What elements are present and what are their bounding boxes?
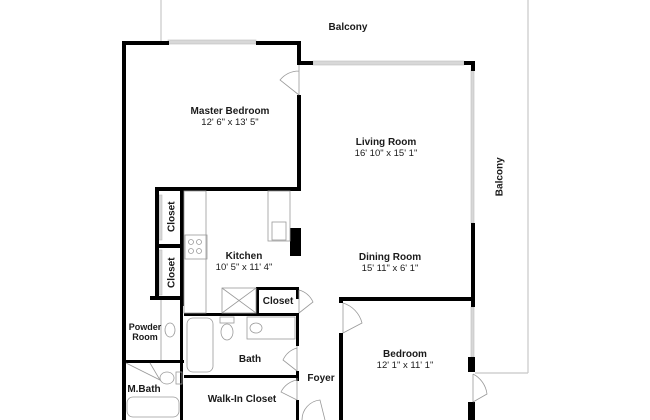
- master-bedroom-label: Master Bedroom 12' 6" x 13' 5": [190, 106, 270, 128]
- kitchen-label: Kitchen 10' 5" x 11' 4": [215, 251, 273, 273]
- powder-room-label: Powder Room: [128, 322, 162, 343]
- living-room-label: Living Room 16' 10" x 15' 1": [354, 137, 418, 159]
- walk-in-closet-label: Walk-In Closet: [207, 394, 277, 405]
- fixtures: [126, 190, 296, 418]
- closet-upper-label: Closet: [166, 201, 178, 233]
- master-bath-label: M.Bath: [127, 384, 161, 395]
- balcony-outline: [160, 0, 529, 374]
- balcony-right-label: Balcony: [494, 157, 506, 197]
- foyer-label: Foyer: [307, 373, 335, 384]
- bedroom-label: Bedroom 12' 1" x 11' 1": [376, 349, 434, 371]
- dining-room-label: Dining Room 15' 11" x 6' 1": [358, 252, 422, 274]
- closet-lower-label: Closet: [166, 257, 178, 289]
- bath-label: Bath: [238, 354, 262, 365]
- closet-kitchen-label: Closet: [262, 296, 294, 307]
- walls: [122, 41, 475, 420]
- balcony-top-label: Balcony: [328, 22, 368, 33]
